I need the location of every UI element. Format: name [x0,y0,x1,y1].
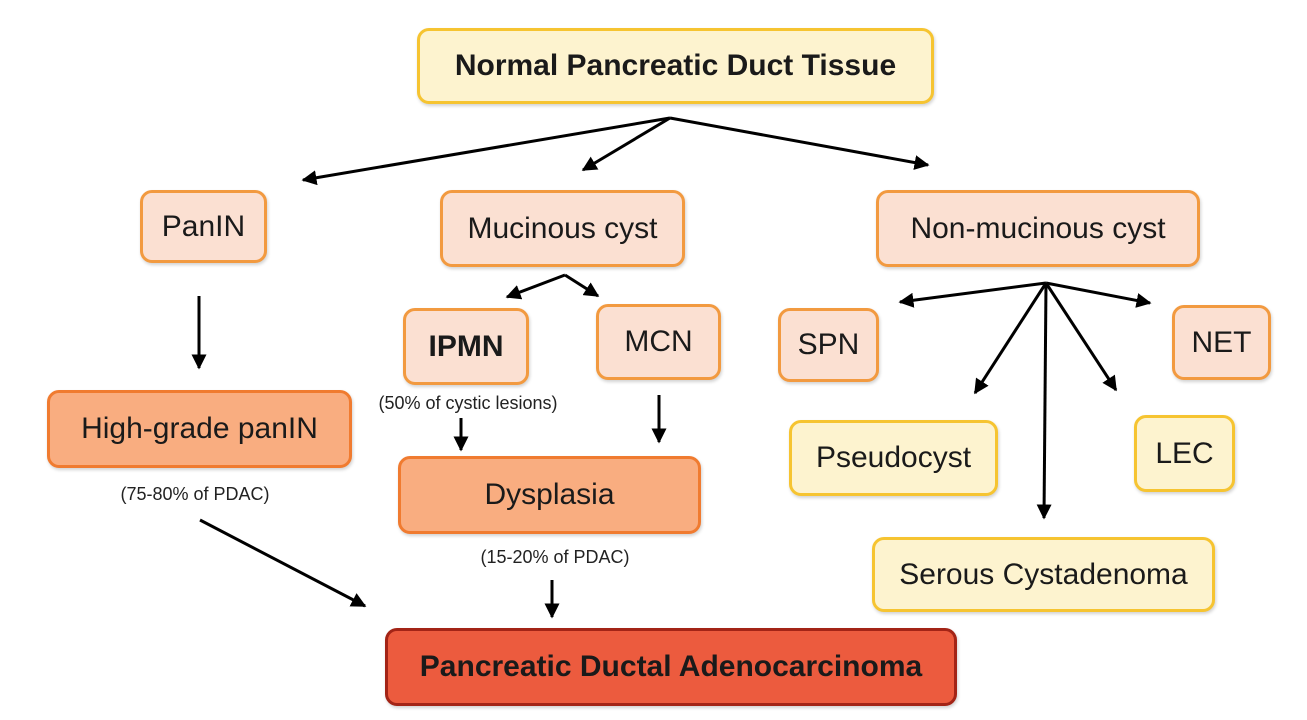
node-lec: LEC [1134,415,1235,492]
arrow-nonmucinous-to-spn [898,281,1047,308]
node-spn: SPN [778,308,879,382]
node-high-grade-panin: High-grade panIN [47,390,352,468]
arrow-nonmucinous-to-pseudocyst [973,282,1048,395]
arrow-nonmucinous-to-serous [1036,282,1052,520]
note-ipmn-share: (50% of cystic lesions) [378,393,558,413]
arrow-mucinous-to-mcn [564,273,600,298]
note-panin-share: (75-80% of PDAC) [120,484,270,504]
node-serous-cystadenoma: Serous Cystadenoma [872,537,1215,612]
node-mucinous-cyst: Mucinous cyst [440,190,685,267]
node-pseudocyst: Pseudocyst [789,420,998,496]
arrow-root-to-panin [301,116,671,186]
node-mcn: MCN [596,304,721,380]
arrow-nonmucinous-to-lec [1044,282,1118,392]
arrow-mucinous-to-ipmn [505,273,566,300]
arrow-root-to-mucinous [581,116,671,172]
node-panin: PanIN [140,190,267,263]
node-dysplasia: Dysplasia [398,456,701,534]
node-non-mucinous-cyst: Non-mucinous cyst [876,190,1200,267]
arrow-root-to-nonmucinous [669,116,930,170]
node-ipmn: IPMN [403,308,529,385]
node-net: NET [1172,305,1271,380]
node-pdac: Pancreatic Ductal Adenocarcinoma [385,628,957,706]
note-dysplasia-share: (15-20% of PDAC) [480,547,630,567]
node-normal-tissue: Normal Pancreatic Duct Tissue [417,28,934,104]
arrow-nonmucinous-to-net [1045,281,1152,308]
arrow-highgrade-to-pdac [199,518,367,608]
